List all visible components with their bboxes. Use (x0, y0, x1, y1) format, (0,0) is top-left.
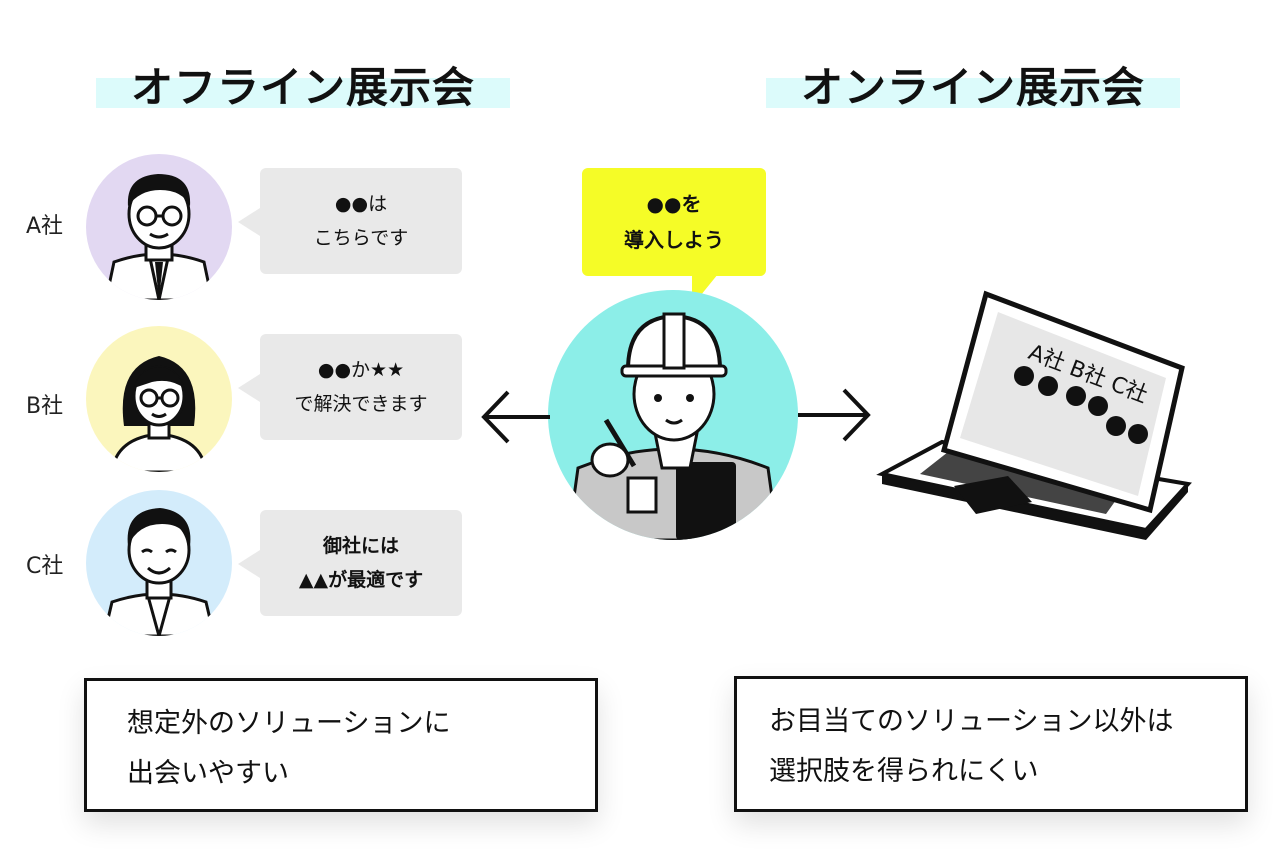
note-line: 選択肢を得られにくい (769, 756, 1039, 787)
arrow-right-icon (798, 386, 874, 448)
speech-line: 導入しよう (624, 228, 724, 252)
note-line: 出会いやすい (127, 758, 289, 789)
company-c-label: C社 (26, 554, 64, 579)
company-a-speech-bubble: ●●は こちらです (238, 168, 462, 274)
offline-note: 想定外のソリューションに 出会いやすい (84, 678, 598, 812)
speech-line: こちらです (313, 227, 409, 249)
laptop: A社 B社 C社 (876, 278, 1196, 582)
company-a-avatar (86, 154, 232, 300)
heading-highlight (766, 78, 1180, 108)
speech-line: 御社には (322, 535, 399, 557)
note-line: お目当てのソリューション以外は (769, 706, 1174, 737)
offline-heading-text: オフライン展示会 (130, 63, 475, 112)
speech-line: ●●か★★ (317, 359, 405, 381)
visitor-avatar (548, 290, 798, 540)
speech-line: ●●は (334, 193, 388, 215)
visitor-speech-bubble: ●●を 導入しよう (582, 168, 766, 306)
speech-line: ●●を (646, 192, 702, 216)
speech-line: ▲▲が最適です (298, 569, 424, 591)
offline-heading: オフライン展示会 (96, 63, 510, 112)
online-heading: オンライン展示会 (766, 63, 1180, 112)
heading-highlight (96, 78, 510, 108)
company-b-label: B社 (26, 394, 64, 419)
company-c-avatar (86, 490, 232, 636)
company-b-speech-bubble: ●●か★★ で解決できます (238, 334, 462, 440)
company-c-speech-bubble: 御社には ▲▲が最適です (238, 510, 462, 616)
company-a-label: A社 (26, 214, 64, 239)
online-heading-text: オンライン展示会 (800, 63, 1145, 112)
arrow-left-icon (478, 388, 550, 450)
note-line: 想定外のソリューションに (127, 708, 451, 739)
company-b-avatar (86, 326, 232, 472)
online-note: お目当てのソリューション以外は 選択肢を得られにくい (734, 676, 1248, 812)
speech-line: で解決できます (294, 393, 428, 415)
